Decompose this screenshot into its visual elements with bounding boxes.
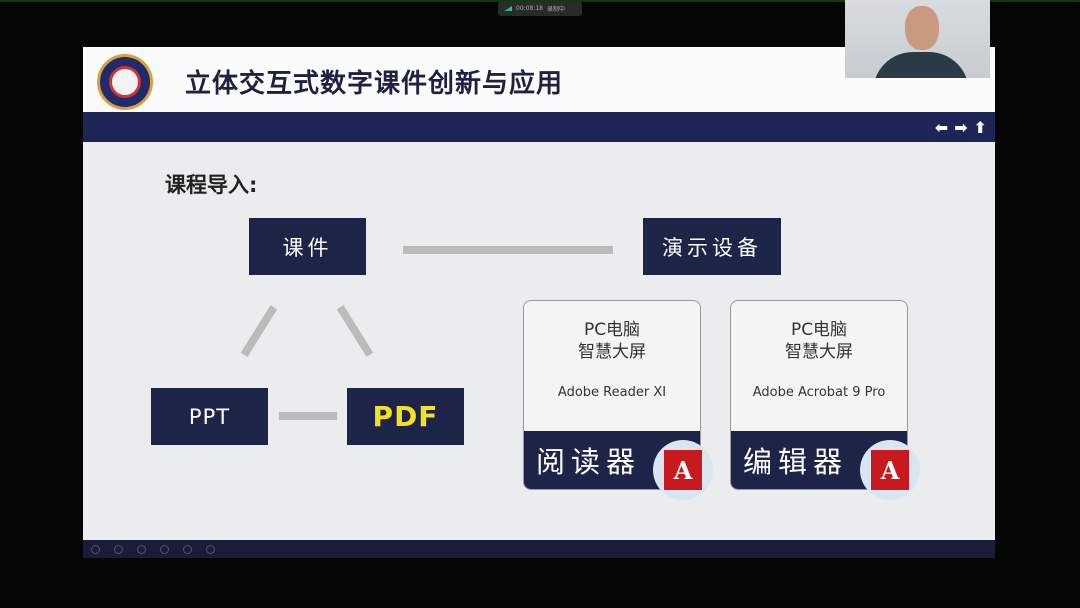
presentation-toolbar [83, 540, 995, 558]
adobe-acrobat-icon: A [860, 440, 920, 500]
ppt-box: PPT [151, 388, 268, 445]
double-arrow-ppt-pdf [279, 412, 337, 420]
card-line2: 智慧大屏 [785, 342, 853, 362]
double-arrow-ppt-courseware [240, 305, 278, 357]
webcam-feed [845, 0, 990, 78]
card-line1: PC电脑 [790, 320, 848, 340]
pen-icon[interactable] [137, 544, 146, 554]
recording-status: 录制中 [546, 6, 565, 13]
recording-time: 00:08:18 [516, 5, 543, 12]
recording-indicator: 00:08:18 录制中 [498, 1, 582, 16]
card-line1: PC电脑 [583, 320, 641, 340]
double-arrow-pdf-courseware [336, 305, 374, 357]
adobe-reader-icon: A [653, 440, 713, 500]
more-icon[interactable] [206, 544, 215, 554]
section-heading: 课程导入: [165, 173, 258, 197]
arrow-left-icon[interactable]: ⬅ [934, 118, 949, 137]
previous-icon[interactable] [91, 544, 100, 554]
arrow-up-icon[interactable]: ⬆ [973, 118, 987, 137]
card-software: Adobe Reader XI [557, 385, 667, 400]
card-software: Adobe Acrobat 9 Pro [752, 385, 886, 400]
copy-icon[interactable] [160, 544, 169, 554]
card-label: 阅读器 [536, 445, 642, 479]
school-logo [97, 54, 153, 110]
courseware-box: 课件 [249, 218, 366, 275]
arrow-right-icon[interactable]: ➡ [954, 118, 968, 137]
slide-header: 立体交互式数字课件创新与应用 [83, 47, 995, 112]
next-icon[interactable] [114, 544, 123, 554]
presentation-slide: 立体交互式数字课件创新与应用 ⬅ ➡ ⬆ 课程导入: 课件 演示设备 PPT P… [83, 47, 995, 540]
card-label: 编辑器 [743, 445, 849, 479]
slide-nav-bar: ⬅ ➡ ⬆ [83, 112, 995, 142]
signal-icon [504, 6, 512, 11]
card-line2: 智慧大屏 [578, 342, 646, 362]
zoom-icon[interactable] [183, 544, 192, 554]
pdf-box: PDF [347, 388, 464, 445]
slide-title: 立体交互式数字课件创新与应用 [185, 69, 564, 99]
device-box: 演示设备 [643, 218, 781, 275]
double-arrow-horizontal [403, 246, 613, 254]
